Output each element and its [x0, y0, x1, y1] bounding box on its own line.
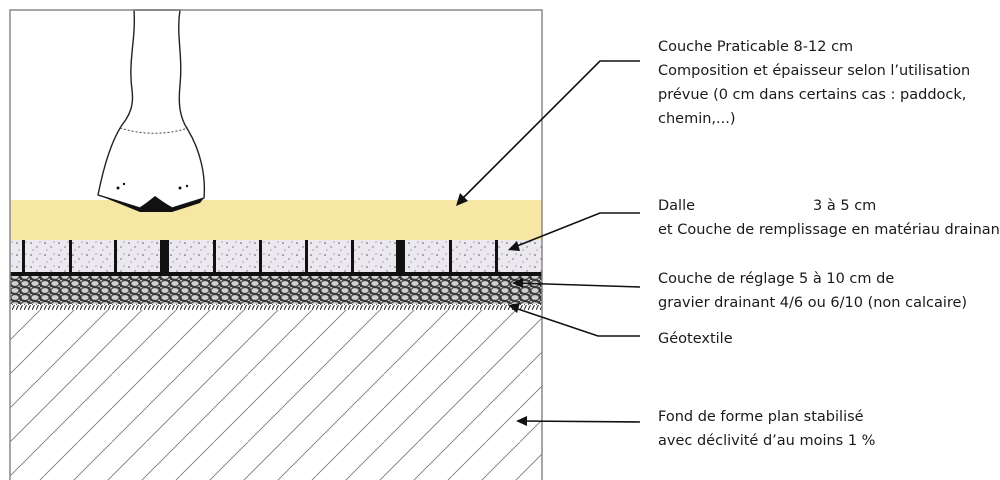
arrow-heads: [456, 193, 527, 426]
label-geotextile: Géotextile: [658, 331, 733, 347]
slab-black-line: [10, 272, 542, 276]
label-line: Fond de forme plan stabilisé: [658, 409, 864, 425]
leader-arrows: [457, 60, 641, 423]
label-line: Composition et épaisseur selon l’utilisa…: [658, 63, 971, 79]
slab-ribs: [22, 240, 498, 273]
label-couche-praticable: Couche Praticable 8-12 cm Composition et…: [658, 35, 970, 131]
slab-fill-layer: [10, 240, 542, 272]
label-dalle: Dalle 3 à 5 cm et Couche de remplissage e…: [658, 194, 1000, 242]
label-line: Couche Praticable 8-12 cm: [658, 39, 854, 55]
gravel-layer: [10, 276, 542, 304]
label-line: Couche de réglage 5 à 10 cm de: [658, 271, 895, 287]
ground-hatched-layer: [10, 310, 542, 480]
label-line: et Couche de remplissage en matériau dra…: [658, 222, 1000, 238]
label-dalle-thickness: 3 à 5 cm: [813, 198, 877, 214]
label-dalle-name: Dalle: [658, 198, 696, 214]
label-line: prévue (0 cm dans certains cas : paddock…: [658, 87, 967, 103]
geotextile-layer: [10, 304, 542, 310]
label-line: chemin,...): [658, 111, 736, 127]
label-fond: Fond de forme plan stabilisé avec décliv…: [658, 405, 875, 453]
label-line: gravier drainant 4/6 ou 6/10 (non calcai…: [658, 295, 968, 311]
diagram-frame: [9, 9, 543, 480]
hoof-illustration: [97, 9, 206, 212]
sand-layer: [10, 200, 542, 240]
label-reglage: Couche de réglage 5 à 10 cm de gravier d…: [658, 267, 967, 315]
label-line: avec déclivité d’au moins 1 %: [658, 433, 876, 449]
